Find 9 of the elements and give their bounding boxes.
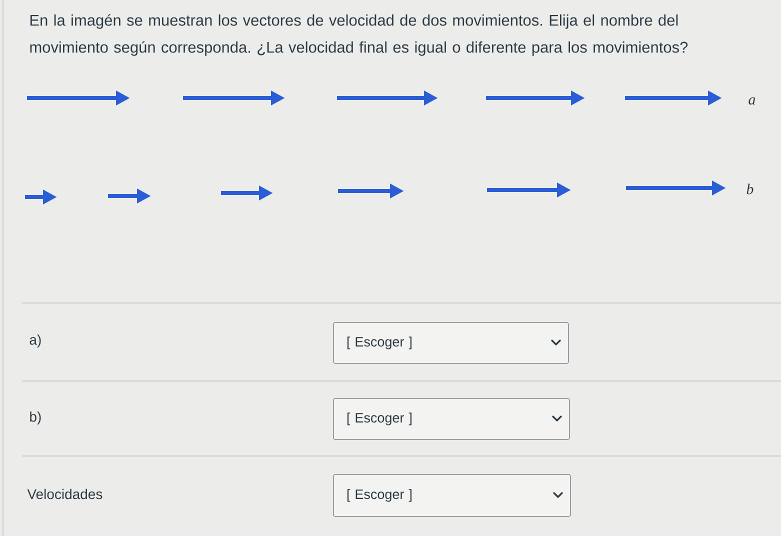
- dropdown: [ Escoger ]: [333, 398, 570, 440]
- vector-label: b: [746, 184, 754, 194]
- dropdown: [ Escoger ]: [333, 322, 569, 364]
- vector-label: a: [748, 97, 756, 105]
- dropdown: [ Escoger ]: [333, 474, 571, 517]
- row-label: a): [30, 334, 41, 348]
- row-label: b): [30, 411, 41, 425]
- question-text: En la imagén se muestran los vectores de velocidad de dos movimientos. Elija el nombre del movimiento según corresponda. ¿La velocidad final es igual o diferente para los movimientos?: [30, 14, 688, 56]
- row-label: Velocidades: [27, 488, 102, 500]
